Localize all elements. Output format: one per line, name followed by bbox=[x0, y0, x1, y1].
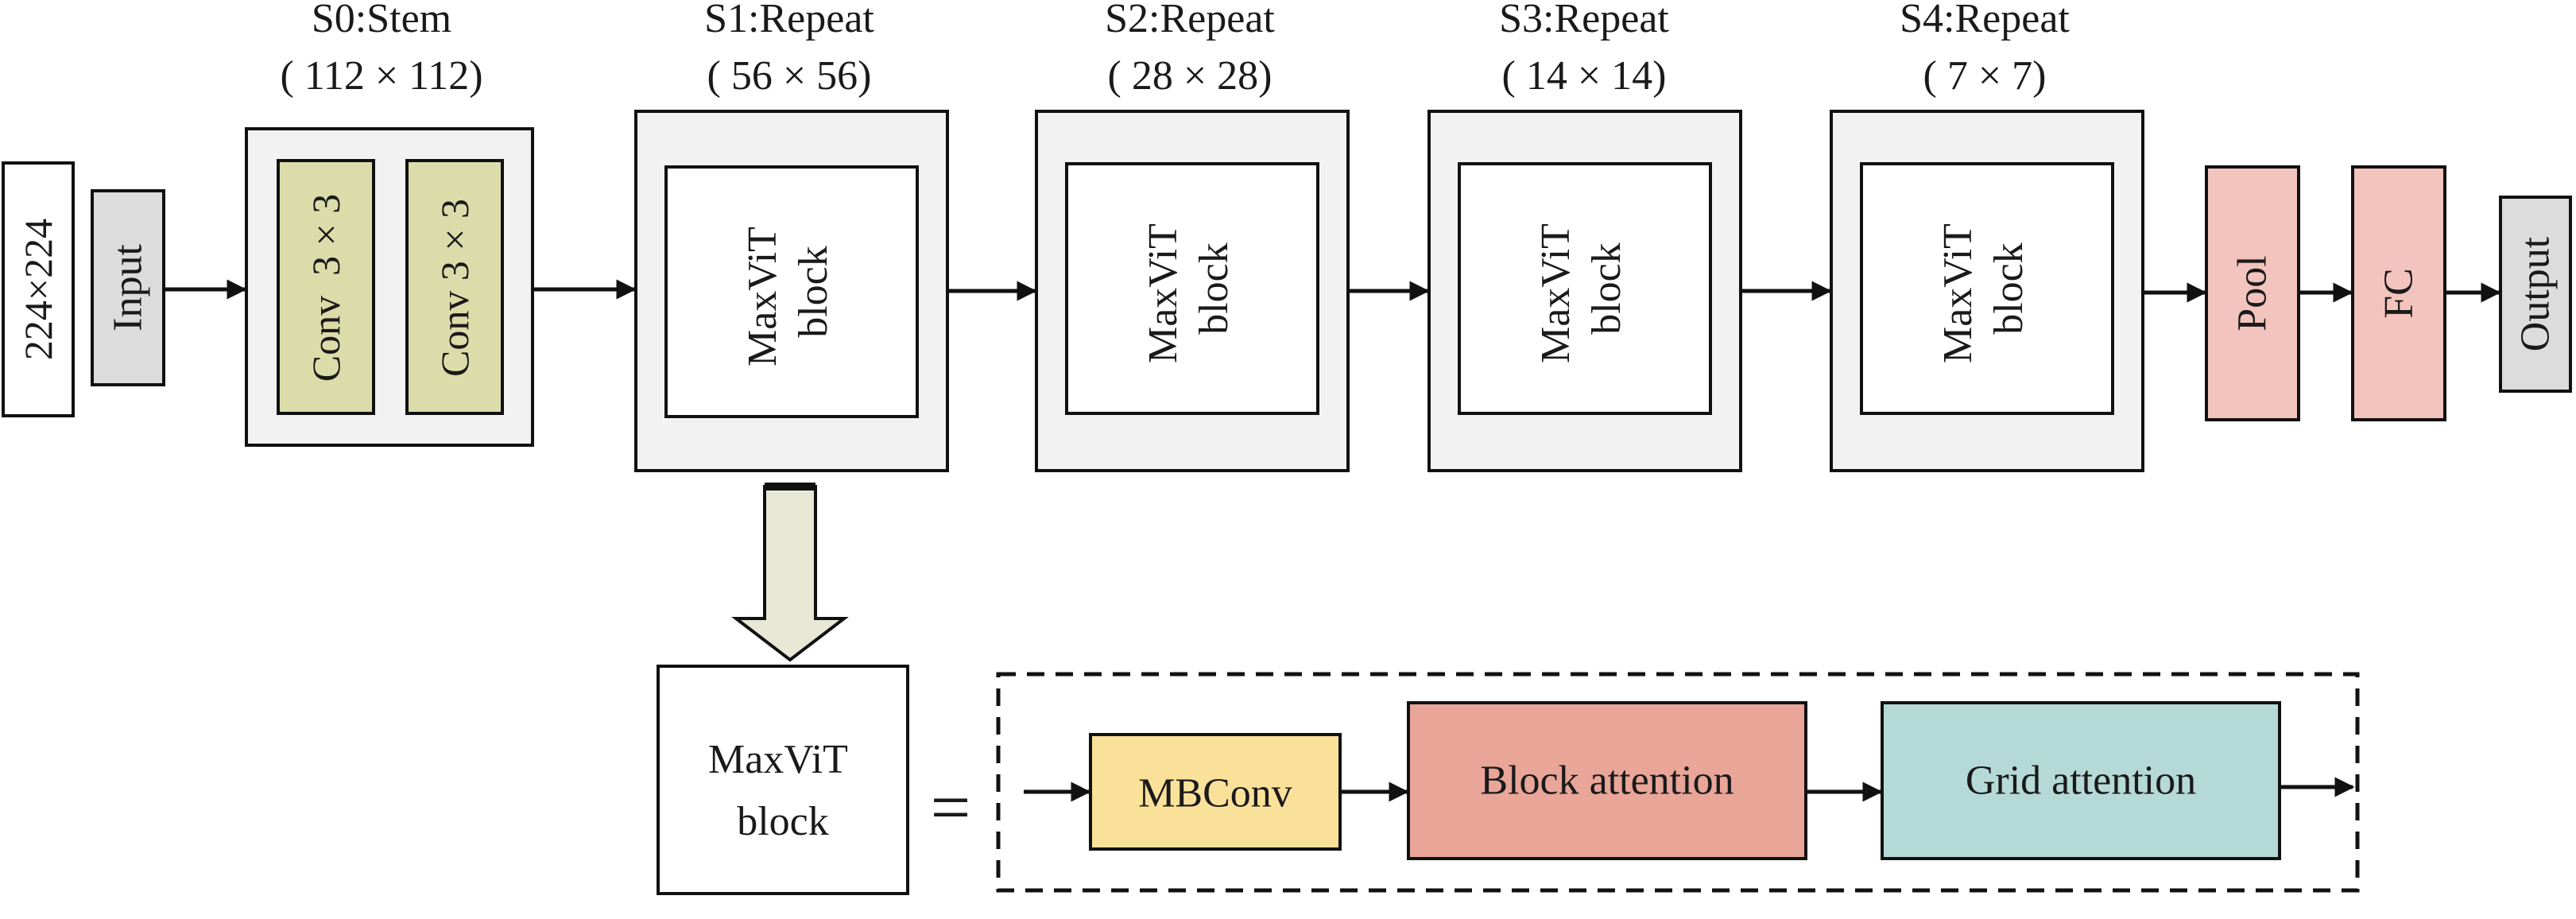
grid-attention-label: Grid attention bbox=[1966, 758, 2196, 804]
pool-label: Pool bbox=[2230, 255, 2276, 331]
stage-s3-resolution: ( 14 × 14) bbox=[1502, 53, 1667, 99]
stage-s4-resolution: ( 7 × 7) bbox=[1923, 53, 2047, 99]
stage-s4-title: S4:Repeat bbox=[1900, 0, 2070, 41]
stage-s4-block-label: MaxViT block bbox=[1935, 214, 2032, 363]
block-attention-label: Block attention bbox=[1480, 758, 1733, 804]
stage-s4-block bbox=[1860, 162, 2114, 415]
stage-s2-block-label: MaxViT block bbox=[1141, 214, 1237, 363]
detail-block-label: MaxViT block bbox=[708, 737, 858, 844]
stage-s2-block bbox=[1065, 162, 1319, 415]
stage-s1-title: S1:Repeat bbox=[704, 0, 874, 41]
stage-s3-block-label: MaxViT block bbox=[1533, 214, 1629, 363]
detail-dashed-container bbox=[996, 672, 2360, 893]
block-attention-box bbox=[1407, 701, 1807, 860]
equals-sign: = bbox=[931, 769, 971, 847]
output-box bbox=[2499, 196, 2572, 393]
input-label: Input bbox=[106, 244, 151, 332]
stem-conv-1 bbox=[277, 159, 375, 415]
stage-s2-title: S2:Repeat bbox=[1105, 0, 1275, 41]
stage-s1-block-label: MaxViT block bbox=[740, 217, 836, 366]
fc-box bbox=[2351, 165, 2446, 421]
stage-s0-title: S0:Stem bbox=[312, 0, 451, 41]
output-label: Output bbox=[2513, 236, 2559, 351]
stage-s1-resolution: ( 56 × 56) bbox=[707, 53, 872, 99]
pool-box bbox=[2205, 165, 2300, 421]
detail-block-box bbox=[657, 665, 909, 895]
stage-s3-block bbox=[1458, 162, 1712, 415]
stage-s3-title: S3:Repeat bbox=[1499, 0, 1669, 41]
expand-down-arrow bbox=[731, 485, 849, 662]
input-size-label: 224×224 bbox=[16, 219, 60, 360]
fc-label: FC bbox=[2377, 268, 2422, 319]
stem-conv-1-label: Conv 3 × 3 bbox=[304, 194, 348, 382]
mbconv-box bbox=[1089, 733, 1342, 851]
stem-conv-2 bbox=[405, 159, 504, 415]
stage-s0-resolution: ( 112 × 112) bbox=[280, 53, 482, 99]
stage-s1-block bbox=[664, 165, 919, 418]
mbconv-label: MBConv bbox=[1138, 771, 1292, 816]
input-box bbox=[91, 189, 165, 386]
stage-s2-resolution: ( 28 × 28) bbox=[1108, 53, 1273, 99]
grid-attention-box bbox=[1881, 701, 2281, 860]
input-size-box bbox=[2, 161, 75, 417]
stem-conv-2-label: Conv 3 × 3 bbox=[432, 199, 477, 377]
